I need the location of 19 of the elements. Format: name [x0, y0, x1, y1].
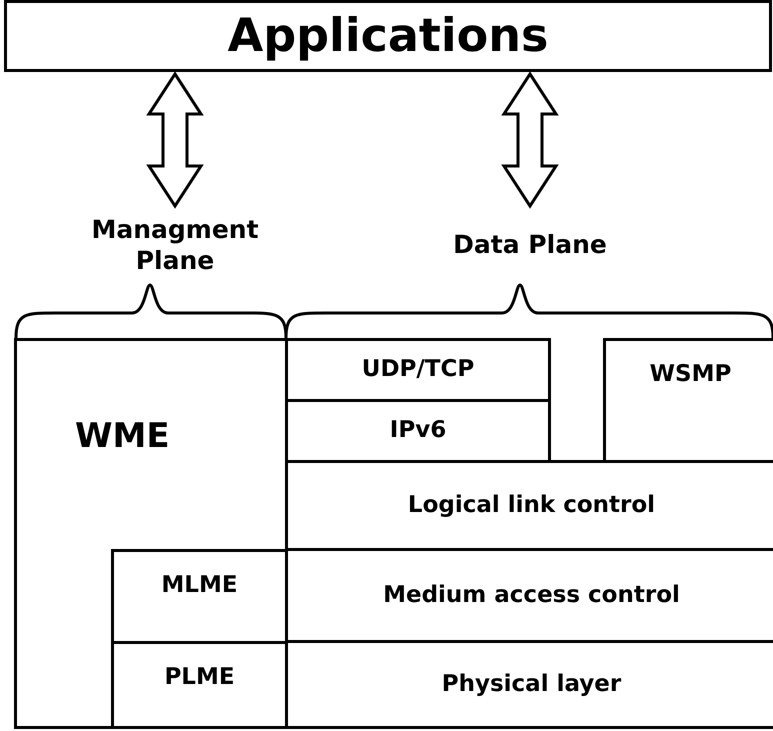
double-arrow [501, 71, 559, 209]
double-arrow [146, 71, 204, 209]
plane-label: Data Plane [420, 212, 640, 278]
box-label: MLME [161, 572, 238, 600]
plane-label: Managment Plane [40, 212, 310, 278]
layer-box [603, 338, 773, 463]
box-label: Applications [228, 8, 548, 64]
application-box [4, 0, 772, 72]
layer-box [111, 549, 288, 644]
box-label: UDP/TCP [362, 356, 474, 384]
box-label: PLME [164, 664, 235, 692]
box-label: Physical layer [442, 670, 622, 698]
box-label: IPv6 [390, 417, 446, 445]
box-label: WME [75, 416, 170, 457]
box-label: Medium access control [383, 582, 680, 610]
layer-box [285, 338, 551, 402]
layer-box [14, 338, 288, 729]
box-label: WSMP [650, 361, 732, 389]
box-label: Logical link control [408, 492, 656, 520]
